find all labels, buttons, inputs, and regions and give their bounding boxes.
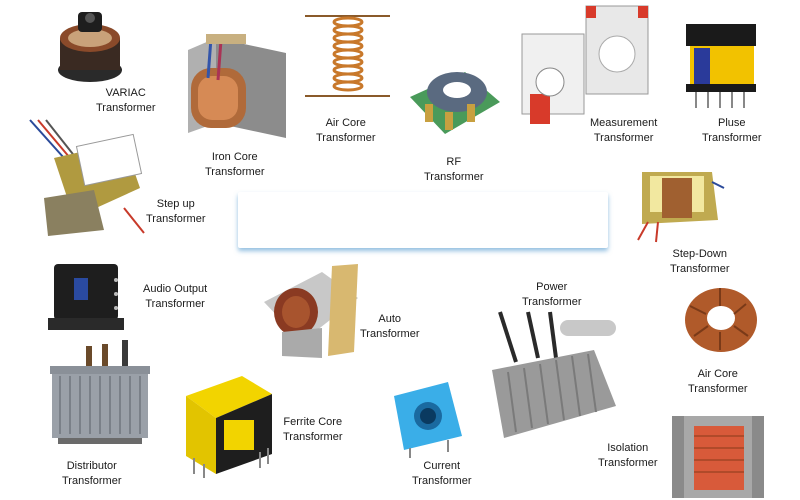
variac-transformer-image [58, 12, 122, 82]
audio-output-transformer-image [48, 264, 124, 330]
air-core-coil-image [305, 15, 390, 97]
pluse-transformer-image [686, 24, 756, 108]
air-core-toroid-image [685, 288, 757, 352]
center-card [238, 192, 608, 248]
isolation-transformer-image [672, 416, 764, 498]
step-down-transformer-image [637, 172, 725, 243]
ferrite-core-transformer-image [186, 376, 272, 478]
measurement-transformer-image [521, 5, 649, 124]
iron-core-transformer-image [188, 34, 286, 138]
distributor-transformer-image [50, 340, 150, 444]
auto-transformer-image [264, 264, 358, 358]
current-transformer-image [394, 382, 462, 458]
rf-transformer-image [410, 72, 500, 134]
power-transformer-image [492, 311, 616, 438]
step-up-transformer-image [29, 119, 145, 236]
